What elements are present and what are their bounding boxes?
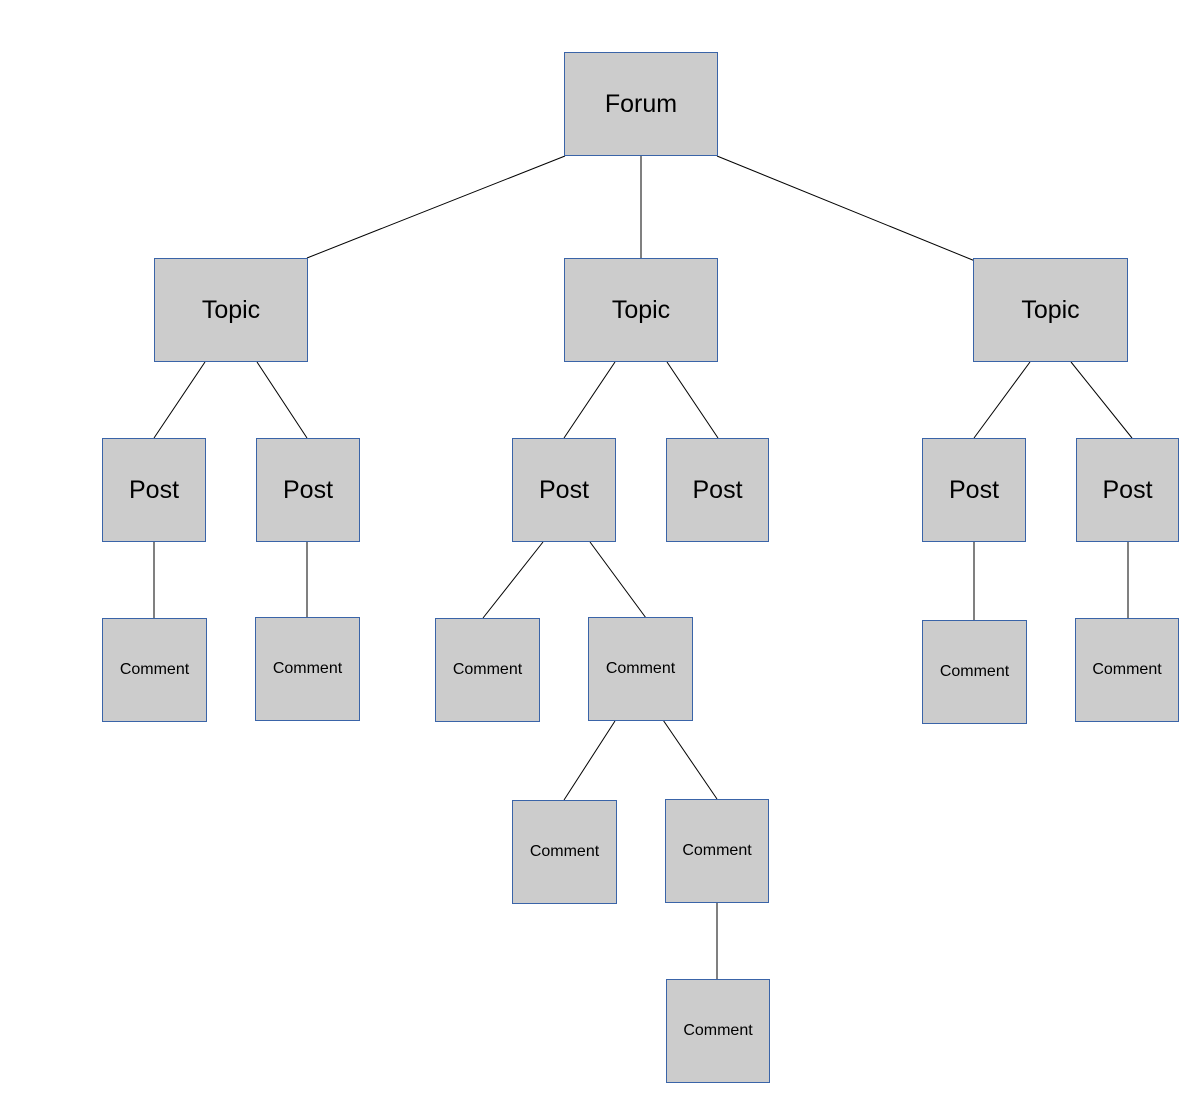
topic-node-2: Topic bbox=[564, 258, 718, 362]
edge-comment-2a2-comment-2a2b bbox=[660, 716, 718, 800]
edge-topic-3-post-3b bbox=[1070, 361, 1133, 439]
comment-node-3b: Comment bbox=[1075, 618, 1179, 722]
post-node-2a: Post bbox=[512, 438, 616, 542]
comment-label: Comment bbox=[939, 663, 1010, 680]
comment-label: Comment bbox=[272, 660, 343, 677]
edge-post-2a-comment-2a1 bbox=[482, 541, 544, 619]
comment-node-2a2b1: Comment bbox=[666, 979, 770, 1083]
post-node-3b: Post bbox=[1076, 438, 1179, 542]
edge-topic-1-post-1b bbox=[256, 361, 308, 439]
post-node-2b: Post bbox=[666, 438, 769, 542]
post-label: Post bbox=[538, 475, 590, 504]
post-node-3a: Post bbox=[922, 438, 1026, 542]
forum-node: Forum bbox=[564, 52, 718, 156]
comment-node-1b: Comment bbox=[255, 617, 360, 721]
edge-topic-1-post-1a bbox=[153, 361, 206, 439]
comment-label: Comment bbox=[452, 661, 523, 678]
edge-topic-3-post-3a bbox=[973, 361, 1031, 439]
post-label: Post bbox=[692, 475, 743, 504]
edge-topic-2-post-2a bbox=[563, 361, 616, 439]
comment-label: Comment bbox=[683, 1022, 753, 1039]
edge-comment-2a2-comment-2a2a bbox=[563, 720, 616, 801]
edge-forum-topic-3 bbox=[716, 155, 981, 264]
topic-node-3: Topic bbox=[973, 258, 1128, 362]
post-node-1b: Post bbox=[256, 438, 360, 542]
comment-node-1a: Comment bbox=[102, 618, 207, 722]
post-label: Post bbox=[948, 475, 1000, 504]
topic-label: Topic bbox=[611, 295, 671, 324]
topic-label: Topic bbox=[201, 295, 261, 324]
post-label: Post bbox=[128, 475, 180, 504]
comment-node-2a1: Comment bbox=[435, 618, 540, 722]
comment-label: Comment bbox=[119, 661, 190, 678]
comment-label: Comment bbox=[682, 842, 752, 859]
post-label: Post bbox=[1102, 475, 1153, 504]
edge-forum-topic-1 bbox=[306, 155, 566, 259]
edge-post-2a-comment-2a2 bbox=[589, 541, 647, 619]
post-label: Post bbox=[282, 475, 334, 504]
comment-node-2a2b: Comment bbox=[665, 799, 769, 903]
topic-label: Topic bbox=[1021, 295, 1080, 324]
comment-node-2a2a: Comment bbox=[512, 800, 617, 904]
post-node-1a: Post bbox=[102, 438, 206, 542]
forum-label: Forum bbox=[604, 89, 678, 118]
topic-node-1: Topic bbox=[154, 258, 308, 362]
comment-label: Comment bbox=[1092, 661, 1162, 678]
comment-node-2a2: Comment bbox=[588, 617, 693, 721]
comment-label: Comment bbox=[529, 843, 600, 860]
comment-label: Comment bbox=[605, 660, 676, 677]
comment-node-3a: Comment bbox=[922, 620, 1027, 724]
edge-topic-2-post-2b bbox=[666, 361, 719, 439]
